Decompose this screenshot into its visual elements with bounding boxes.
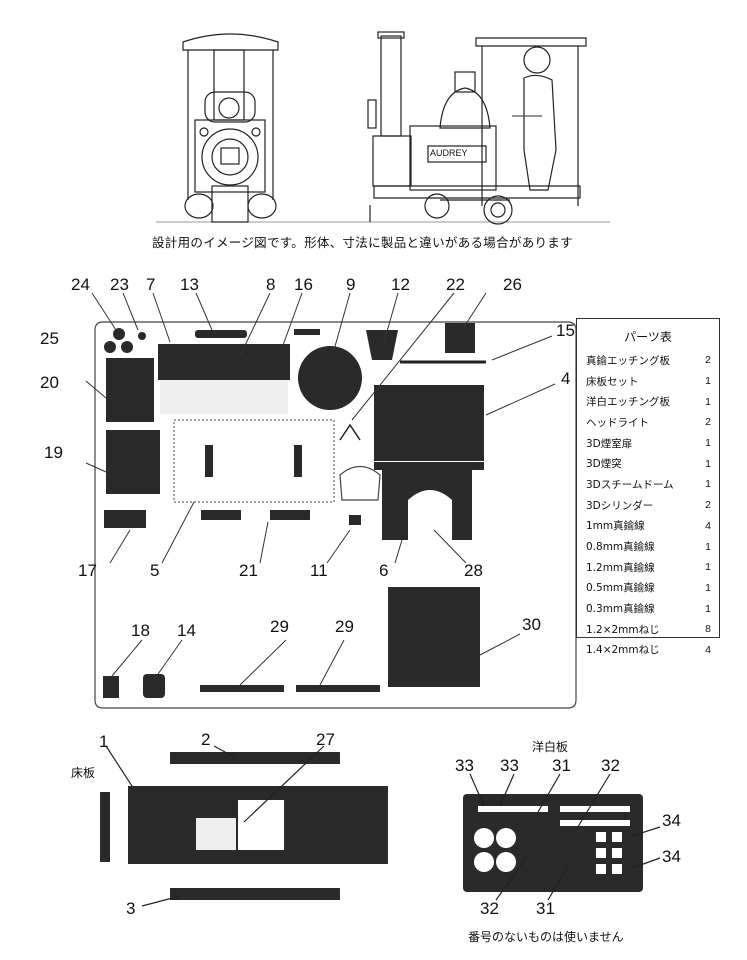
part-number-16: 16	[294, 275, 313, 294]
loco-side-view	[367, 31, 587, 225]
nickel-sheet-label: 洋白板	[532, 740, 569, 754]
part-number-3: 3	[126, 899, 136, 918]
unused-parts-note: 番号のないものは使いません	[468, 930, 624, 944]
part-5-frame	[173, 419, 335, 503]
part-number-8: 8	[266, 275, 276, 294]
part-number-34: 34	[662, 847, 681, 866]
part-number-9: 9	[346, 275, 356, 294]
part-number-28: 28	[464, 561, 483, 580]
floor-board-label: 床板	[71, 766, 96, 780]
part-number-29: 29	[335, 617, 354, 636]
part-number-12: 12	[391, 275, 410, 294]
part-number-30: 30	[522, 615, 541, 634]
part-number-15: 15	[556, 321, 575, 340]
leader-lines	[85, 292, 556, 686]
part-number-5: 5	[150, 561, 160, 580]
part-number-1: 1	[99, 732, 109, 751]
part-number-33: 33	[455, 756, 474, 775]
part-number-14: 14	[177, 621, 196, 640]
part-number-11: 11	[310, 561, 328, 580]
part-number-23: 23	[110, 275, 129, 294]
part-number-18: 18	[131, 621, 150, 640]
part-number-33: 33	[500, 756, 519, 775]
design-caption: 設計用のイメージ図です。形体、寸法に製品と違いがある場合があります	[152, 235, 573, 250]
part-number-17: 17	[78, 561, 97, 580]
loco-nameplate: AUDREY	[430, 148, 468, 158]
part-number-7: 7	[146, 275, 156, 294]
parts-table-title: パーツ表	[624, 330, 672, 344]
part-number-31: 31	[536, 899, 555, 918]
part-number-34: 34	[662, 811, 681, 830]
nickel-silver-sheet	[463, 773, 661, 901]
part-number-31: 31	[552, 756, 571, 775]
etched-parts	[103, 323, 484, 698]
part-number-32: 32	[480, 899, 499, 918]
part-number-25: 25	[40, 329, 59, 348]
part-number-21: 21	[239, 561, 258, 580]
part-number-4: 4	[561, 369, 571, 388]
loco-front-view	[182, 33, 279, 223]
part-number-6: 6	[379, 561, 389, 580]
part-number-2: 2	[201, 730, 211, 749]
part-number-20: 20	[40, 373, 59, 392]
part-number-22: 22	[446, 275, 465, 294]
floor-board-set	[100, 745, 388, 907]
part-number-27: 27	[316, 730, 335, 749]
part-number-32: 32	[601, 756, 620, 775]
part-number-29: 29	[270, 617, 289, 636]
part-number-19: 19	[44, 443, 63, 462]
part-number-24: 24	[71, 275, 90, 294]
part-number-13: 13	[180, 275, 199, 294]
part-number-26: 26	[503, 275, 522, 294]
